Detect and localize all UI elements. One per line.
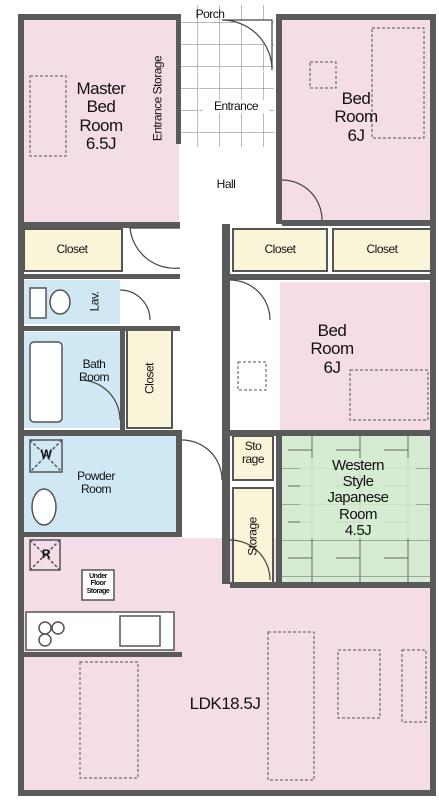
door-swings — [79, 19, 323, 581]
r-symbol: R — [41, 547, 51, 561]
storage-small-label: Sto rage — [235, 440, 271, 466]
japanese-room-label-line5: 4.5J — [344, 521, 372, 539]
porch-label: Porch — [195, 7, 225, 21]
hall-label: Hall — [216, 177, 236, 191]
master-bedroom-floor — [24, 20, 179, 226]
entrance-storage-label: Entrance Storage — [150, 55, 165, 142]
storage-tall-floor — [232, 487, 274, 587]
bed-outlines — [29, 27, 429, 421]
underfloor-storage-label-line1: Under — [89, 573, 107, 580]
closet-left-label: Closet — [56, 242, 88, 256]
kitchen-counter — [25, 611, 175, 651]
bedroom-1-floor — [282, 20, 433, 220]
bedroom-1-label: Bed Room 6J — [318, 89, 394, 145]
japanese-room-label: Western Style Japanese Room 4.5J — [300, 457, 416, 539]
bedroom-1-label-line2: Room — [334, 107, 378, 127]
master-bedroom-label-line3: Room — [79, 115, 123, 135]
japanese-room-label-line2: Style — [342, 473, 374, 491]
storage-small-label-line1: Sto — [244, 439, 262, 453]
closet-mid-floor — [232, 228, 328, 272]
bath-room-label-line2: Room — [78, 369, 110, 384]
entrance-label: Entrance — [203, 100, 269, 113]
underfloor-storage-label-line2: Floor — [90, 580, 107, 588]
walls — [18, 14, 436, 796]
underfloor-storage-label: Under Floor Storage — [82, 573, 114, 595]
lav-label: Lav. — [87, 291, 102, 312]
japanese-room-label-line3: Japanese — [327, 489, 389, 507]
bedroom-1-label-line3: 6J — [347, 125, 365, 145]
storage-small-label-line2: rage — [241, 451, 265, 466]
master-bedroom-label: Master Bed Room 6.5J — [56, 79, 146, 154]
bedroom-2-label-line1: Bed — [317, 321, 347, 340]
bedroom-2-label-line2: Room — [310, 339, 354, 359]
japanese-room-label-line1: Western — [331, 457, 385, 474]
japanese-room-label-line4: Room — [338, 505, 378, 523]
master-bedroom-label-line4: 6.5J — [85, 134, 117, 154]
ldk-furniture — [79, 631, 427, 781]
master-bedroom-label-line2: Bed — [86, 97, 116, 117]
ldk-label: LDK18.5J — [189, 694, 261, 713]
master-bedroom-label-line1: Master — [76, 79, 126, 98]
bedroom-1-label-line1: Bed — [341, 89, 371, 108]
storage-tall-label: Storage — [245, 517, 260, 556]
bedroom-2-label: Bed Room 6J — [292, 321, 372, 377]
bath-fixtures — [29, 287, 115, 601]
closet-vertical-floor — [126, 329, 173, 429]
underfloor-storage-label-line3: Storage — [86, 587, 110, 595]
bath-room-label-line1: Bath — [82, 357, 106, 371]
powder-room-label-line1: Powder — [77, 469, 115, 483]
closet-right-label: Closet — [366, 242, 398, 256]
w-symbol: W — [40, 447, 52, 461]
closet-vertical-label: Closet — [142, 362, 157, 394]
entrance-storage-floor — [180, 72, 198, 147]
bath-room-label: Bath Room — [70, 358, 118, 384]
powder-room-label-line2: Room — [80, 481, 112, 496]
closet-mid-label: Closet — [264, 242, 296, 256]
bedroom-2-label-line3: 6J — [323, 357, 341, 377]
powder-room-label: Powder Room — [66, 470, 126, 496]
porch-floor — [176, 5, 274, 71]
